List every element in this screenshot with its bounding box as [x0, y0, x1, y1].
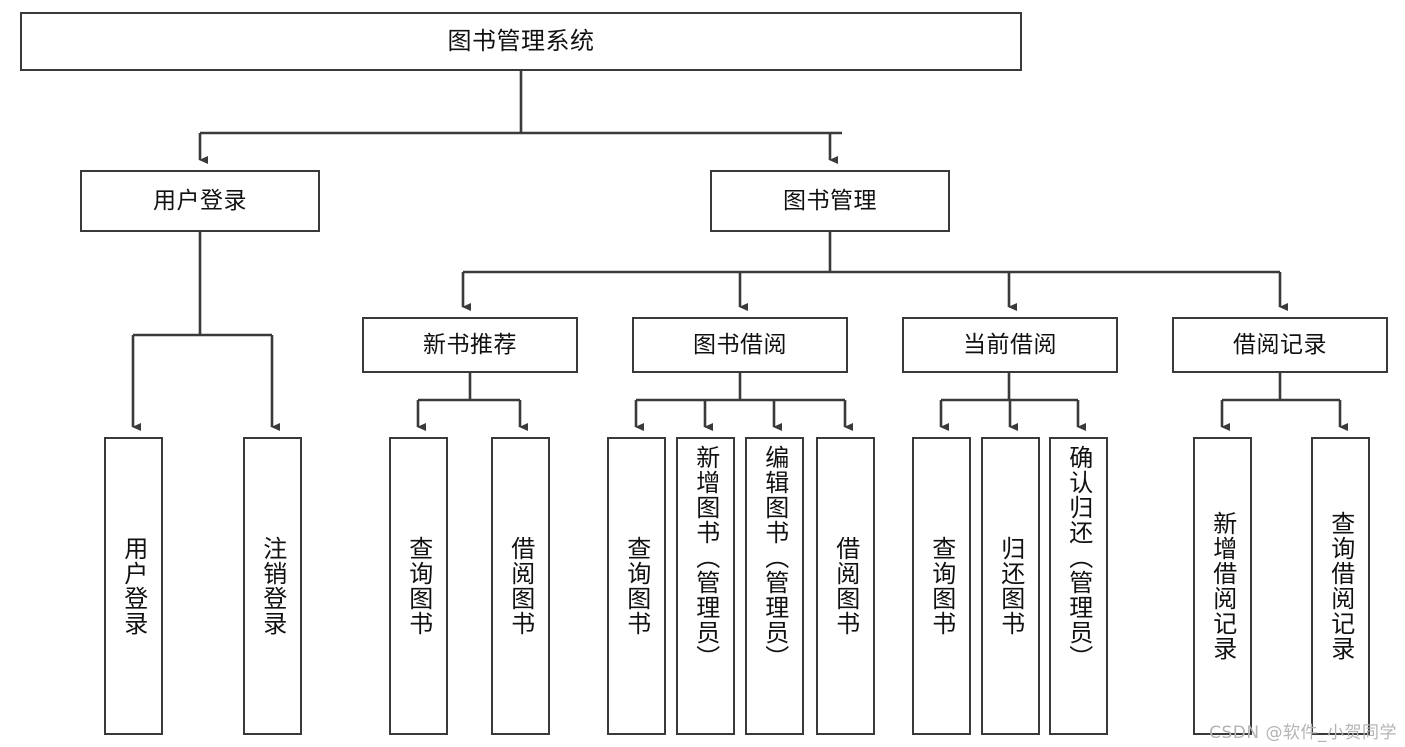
node-leaf-user-login[interactable]: 用户登录: [104, 437, 163, 735]
node-leaf-edit-book-label: 编辑图书（管理员）: [760, 445, 789, 670]
node-new-book-recommend-label: 新书推荐: [423, 331, 517, 358]
node-leaf-return-book-label: 归还图书: [996, 536, 1025, 636]
node-new-book-recommend[interactable]: 新书推荐: [362, 317, 578, 373]
node-leaf-logout-login-label: 注销登录: [258, 536, 287, 636]
node-leaf-confirm-return[interactable]: 确认归还（管理员）: [1049, 437, 1108, 735]
node-leaf-query-record[interactable]: 查询借阅记录: [1311, 437, 1370, 735]
node-current-borrow[interactable]: 当前借阅: [902, 317, 1118, 373]
node-leaf-query-book-2-label: 查询图书: [622, 536, 651, 636]
node-leaf-query-book-3[interactable]: 查询图书: [912, 437, 971, 735]
node-root-label: 图书管理系统: [447, 26, 595, 55]
node-root[interactable]: 图书管理系统: [20, 12, 1022, 71]
node-user-login-label: 用户登录: [153, 187, 247, 214]
node-leaf-query-book-1[interactable]: 查询图书: [389, 437, 448, 735]
watermark: CSDN @软件_小贺同学: [1209, 723, 1397, 743]
node-leaf-add-book-label: 新增图书（管理员）: [691, 445, 720, 670]
node-leaf-logout-login[interactable]: 注销登录: [243, 437, 302, 735]
node-current-borrow-label: 当前借阅: [963, 331, 1057, 358]
node-leaf-edit-book[interactable]: 编辑图书（管理员）: [745, 437, 804, 735]
node-leaf-borrow-book-1[interactable]: 借阅图书: [491, 437, 550, 735]
node-leaf-add-book[interactable]: 新增图书（管理员）: [676, 437, 735, 735]
node-leaf-return-book[interactable]: 归还图书: [981, 437, 1040, 735]
node-book-manage-label: 图书管理: [783, 187, 877, 214]
node-user-login[interactable]: 用户登录: [80, 170, 320, 232]
node-book-manage[interactable]: 图书管理: [710, 170, 950, 232]
node-leaf-borrow-book-2-label: 借阅图书: [831, 536, 860, 636]
node-leaf-query-book-1-label: 查询图书: [404, 536, 433, 636]
node-book-borrow-label: 图书借阅: [693, 331, 787, 358]
node-leaf-query-record-label: 查询借阅记录: [1326, 511, 1355, 661]
node-leaf-add-record[interactable]: 新增借阅记录: [1193, 437, 1252, 735]
node-leaf-add-record-label: 新增借阅记录: [1208, 511, 1237, 661]
node-borrow-record[interactable]: 借阅记录: [1172, 317, 1388, 373]
node-leaf-user-login-label: 用户登录: [119, 536, 148, 636]
node-leaf-query-book-3-label: 查询图书: [927, 536, 956, 636]
node-borrow-record-label: 借阅记录: [1233, 331, 1327, 358]
node-book-borrow[interactable]: 图书借阅: [632, 317, 848, 373]
node-leaf-borrow-book-2[interactable]: 借阅图书: [816, 437, 875, 735]
node-leaf-borrow-book-1-label: 借阅图书: [506, 536, 535, 636]
node-leaf-confirm-return-label: 确认归还（管理员）: [1064, 445, 1093, 670]
node-leaf-query-book-2[interactable]: 查询图书: [607, 437, 666, 735]
